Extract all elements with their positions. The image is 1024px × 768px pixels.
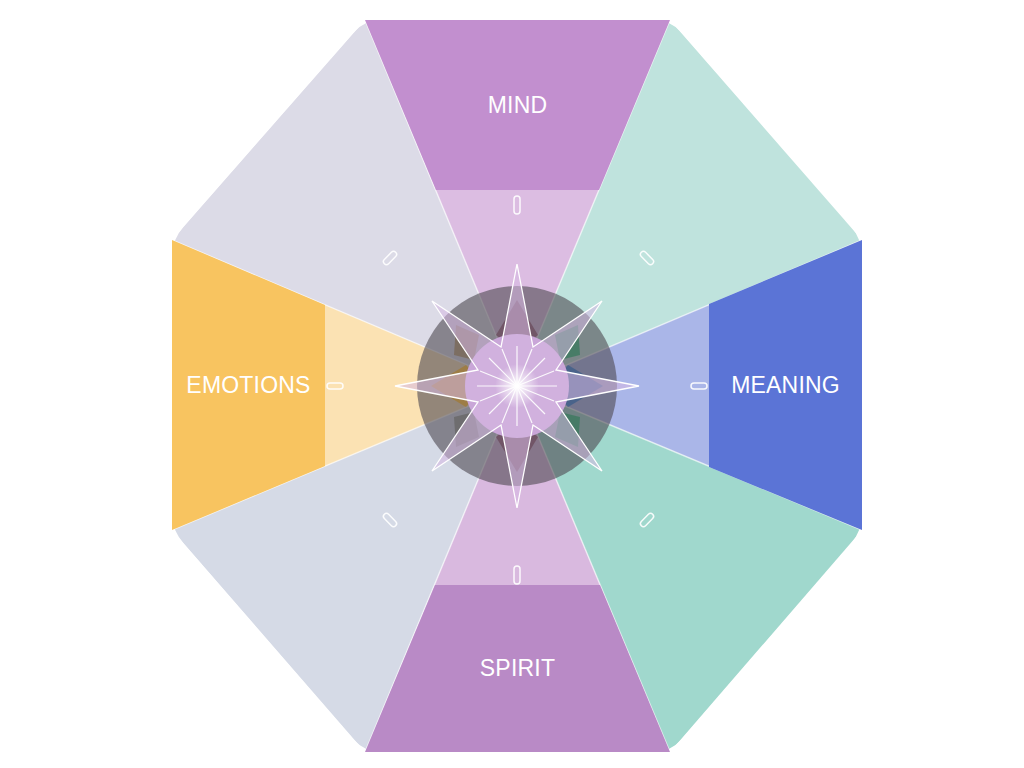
segment-band: SPIRIT	[365, 585, 670, 752]
wedge-dividers	[172, 20, 862, 752]
segment-band: MEANING	[709, 240, 862, 530]
band-fill	[172, 240, 325, 530]
compass-rose	[395, 264, 639, 508]
segment-band: MIND	[365, 20, 670, 190]
segment-label: EMOTIONS	[186, 372, 310, 399]
segment-label: MIND	[488, 92, 548, 119]
segment-label: MEANING	[731, 372, 840, 399]
octagon-wedges	[172, 20, 862, 752]
band-fill	[365, 585, 670, 752]
band-fill	[365, 20, 670, 190]
tick-glyphs	[327, 196, 707, 584]
segment-label: SPIRIT	[480, 655, 555, 682]
segment-band: EMOTIONS	[172, 240, 325, 530]
band-fill	[709, 240, 862, 530]
